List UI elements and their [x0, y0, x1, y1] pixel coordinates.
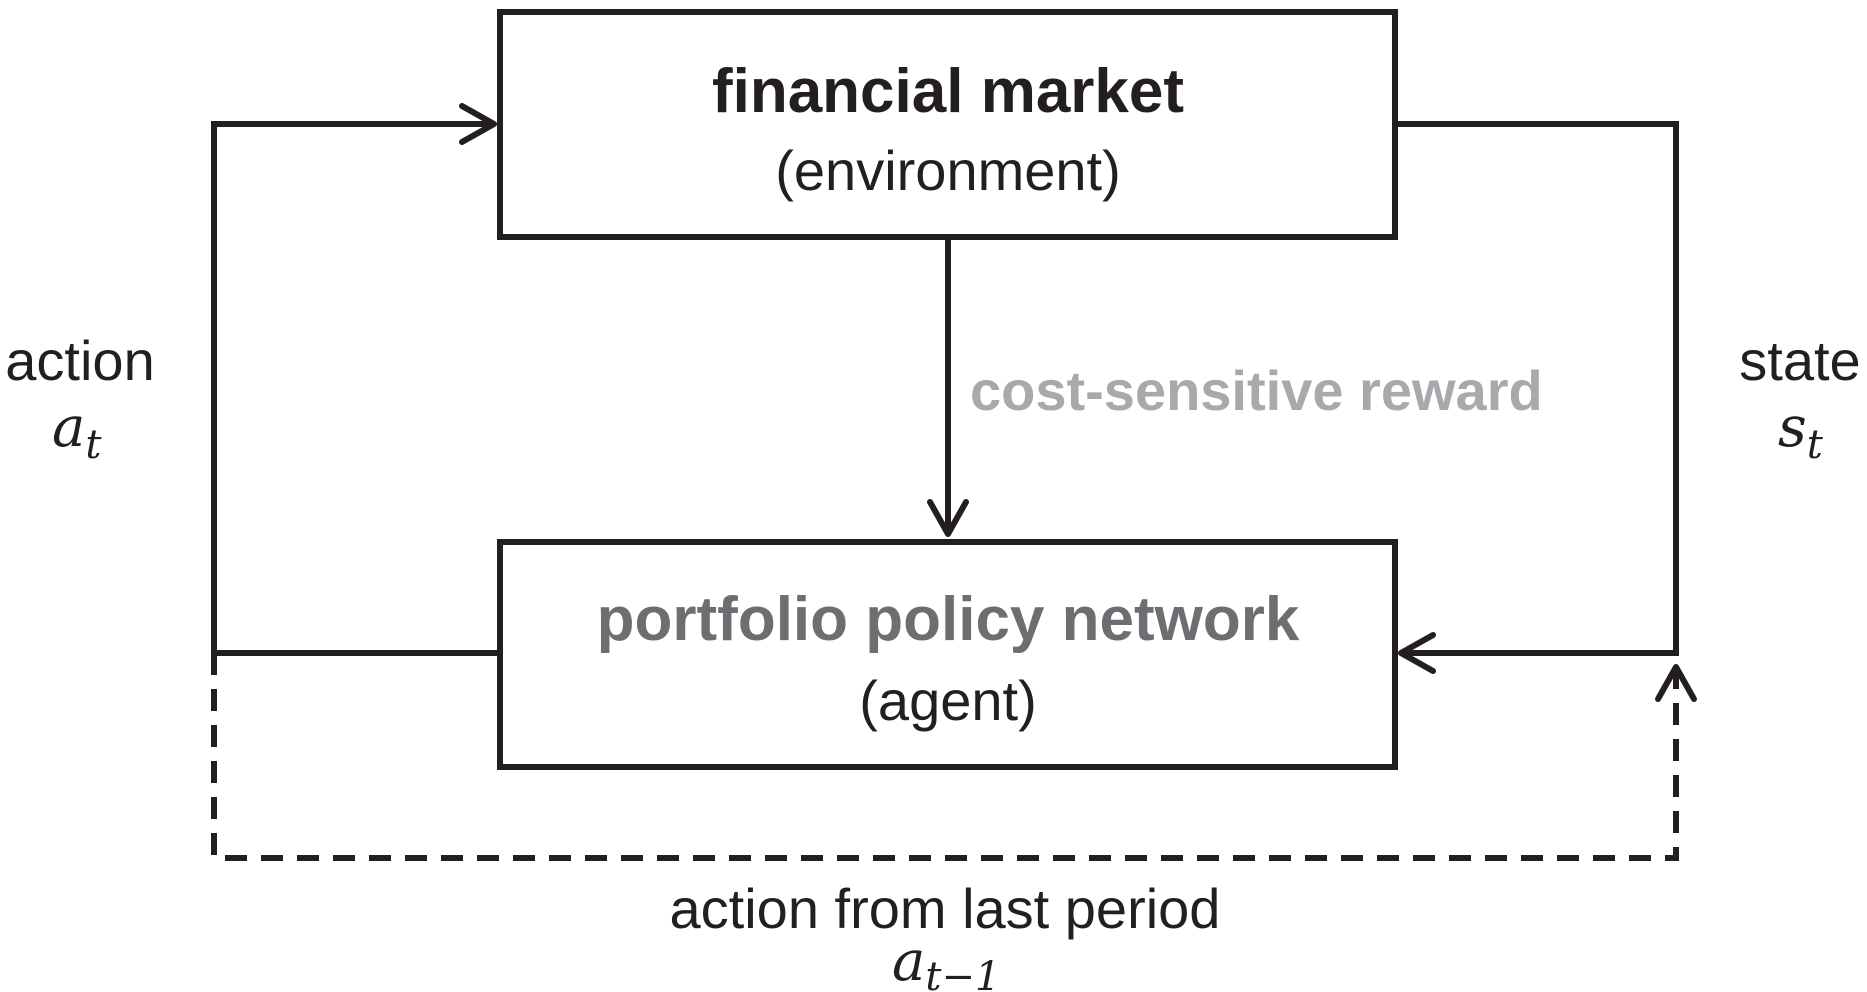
last-action-arrowhead [1655, 664, 1697, 702]
state-label: state [1739, 329, 1860, 392]
reward-arrowhead [927, 499, 969, 537]
action-symbol: at [52, 395, 102, 468]
state-symbol-letter: s [1778, 395, 1807, 460]
action-loop-line [211, 121, 500, 656]
agent-subtitle: (agent) [859, 669, 1036, 732]
agent-title: portfolio policy network [597, 585, 1300, 654]
state-symbol-subscript: t [1807, 422, 1824, 468]
action-arrowhead [459, 103, 497, 145]
last-action-symbol: at−1 [892, 929, 1000, 992]
action-symbol-subscript: t [85, 422, 102, 468]
reward-label: cost-sensitive reward [970, 359, 1543, 422]
state-arrowhead [1398, 632, 1436, 674]
last-action-dashed-line [211, 653, 1679, 861]
agent-box [497, 539, 1398, 770]
environment-subtitle: (environment) [775, 139, 1120, 202]
action-symbol-letter: a [52, 395, 85, 460]
last-action-symbol-subscript: t−1 [925, 954, 1000, 992]
environment-title: financial market [712, 57, 1184, 126]
action-label: action [5, 329, 154, 392]
last-action-label: action from last period [670, 877, 1221, 940]
last-action-symbol-letter: a [892, 929, 925, 992]
state-symbol: st [1778, 395, 1824, 468]
state-loop-line [1395, 121, 1679, 656]
